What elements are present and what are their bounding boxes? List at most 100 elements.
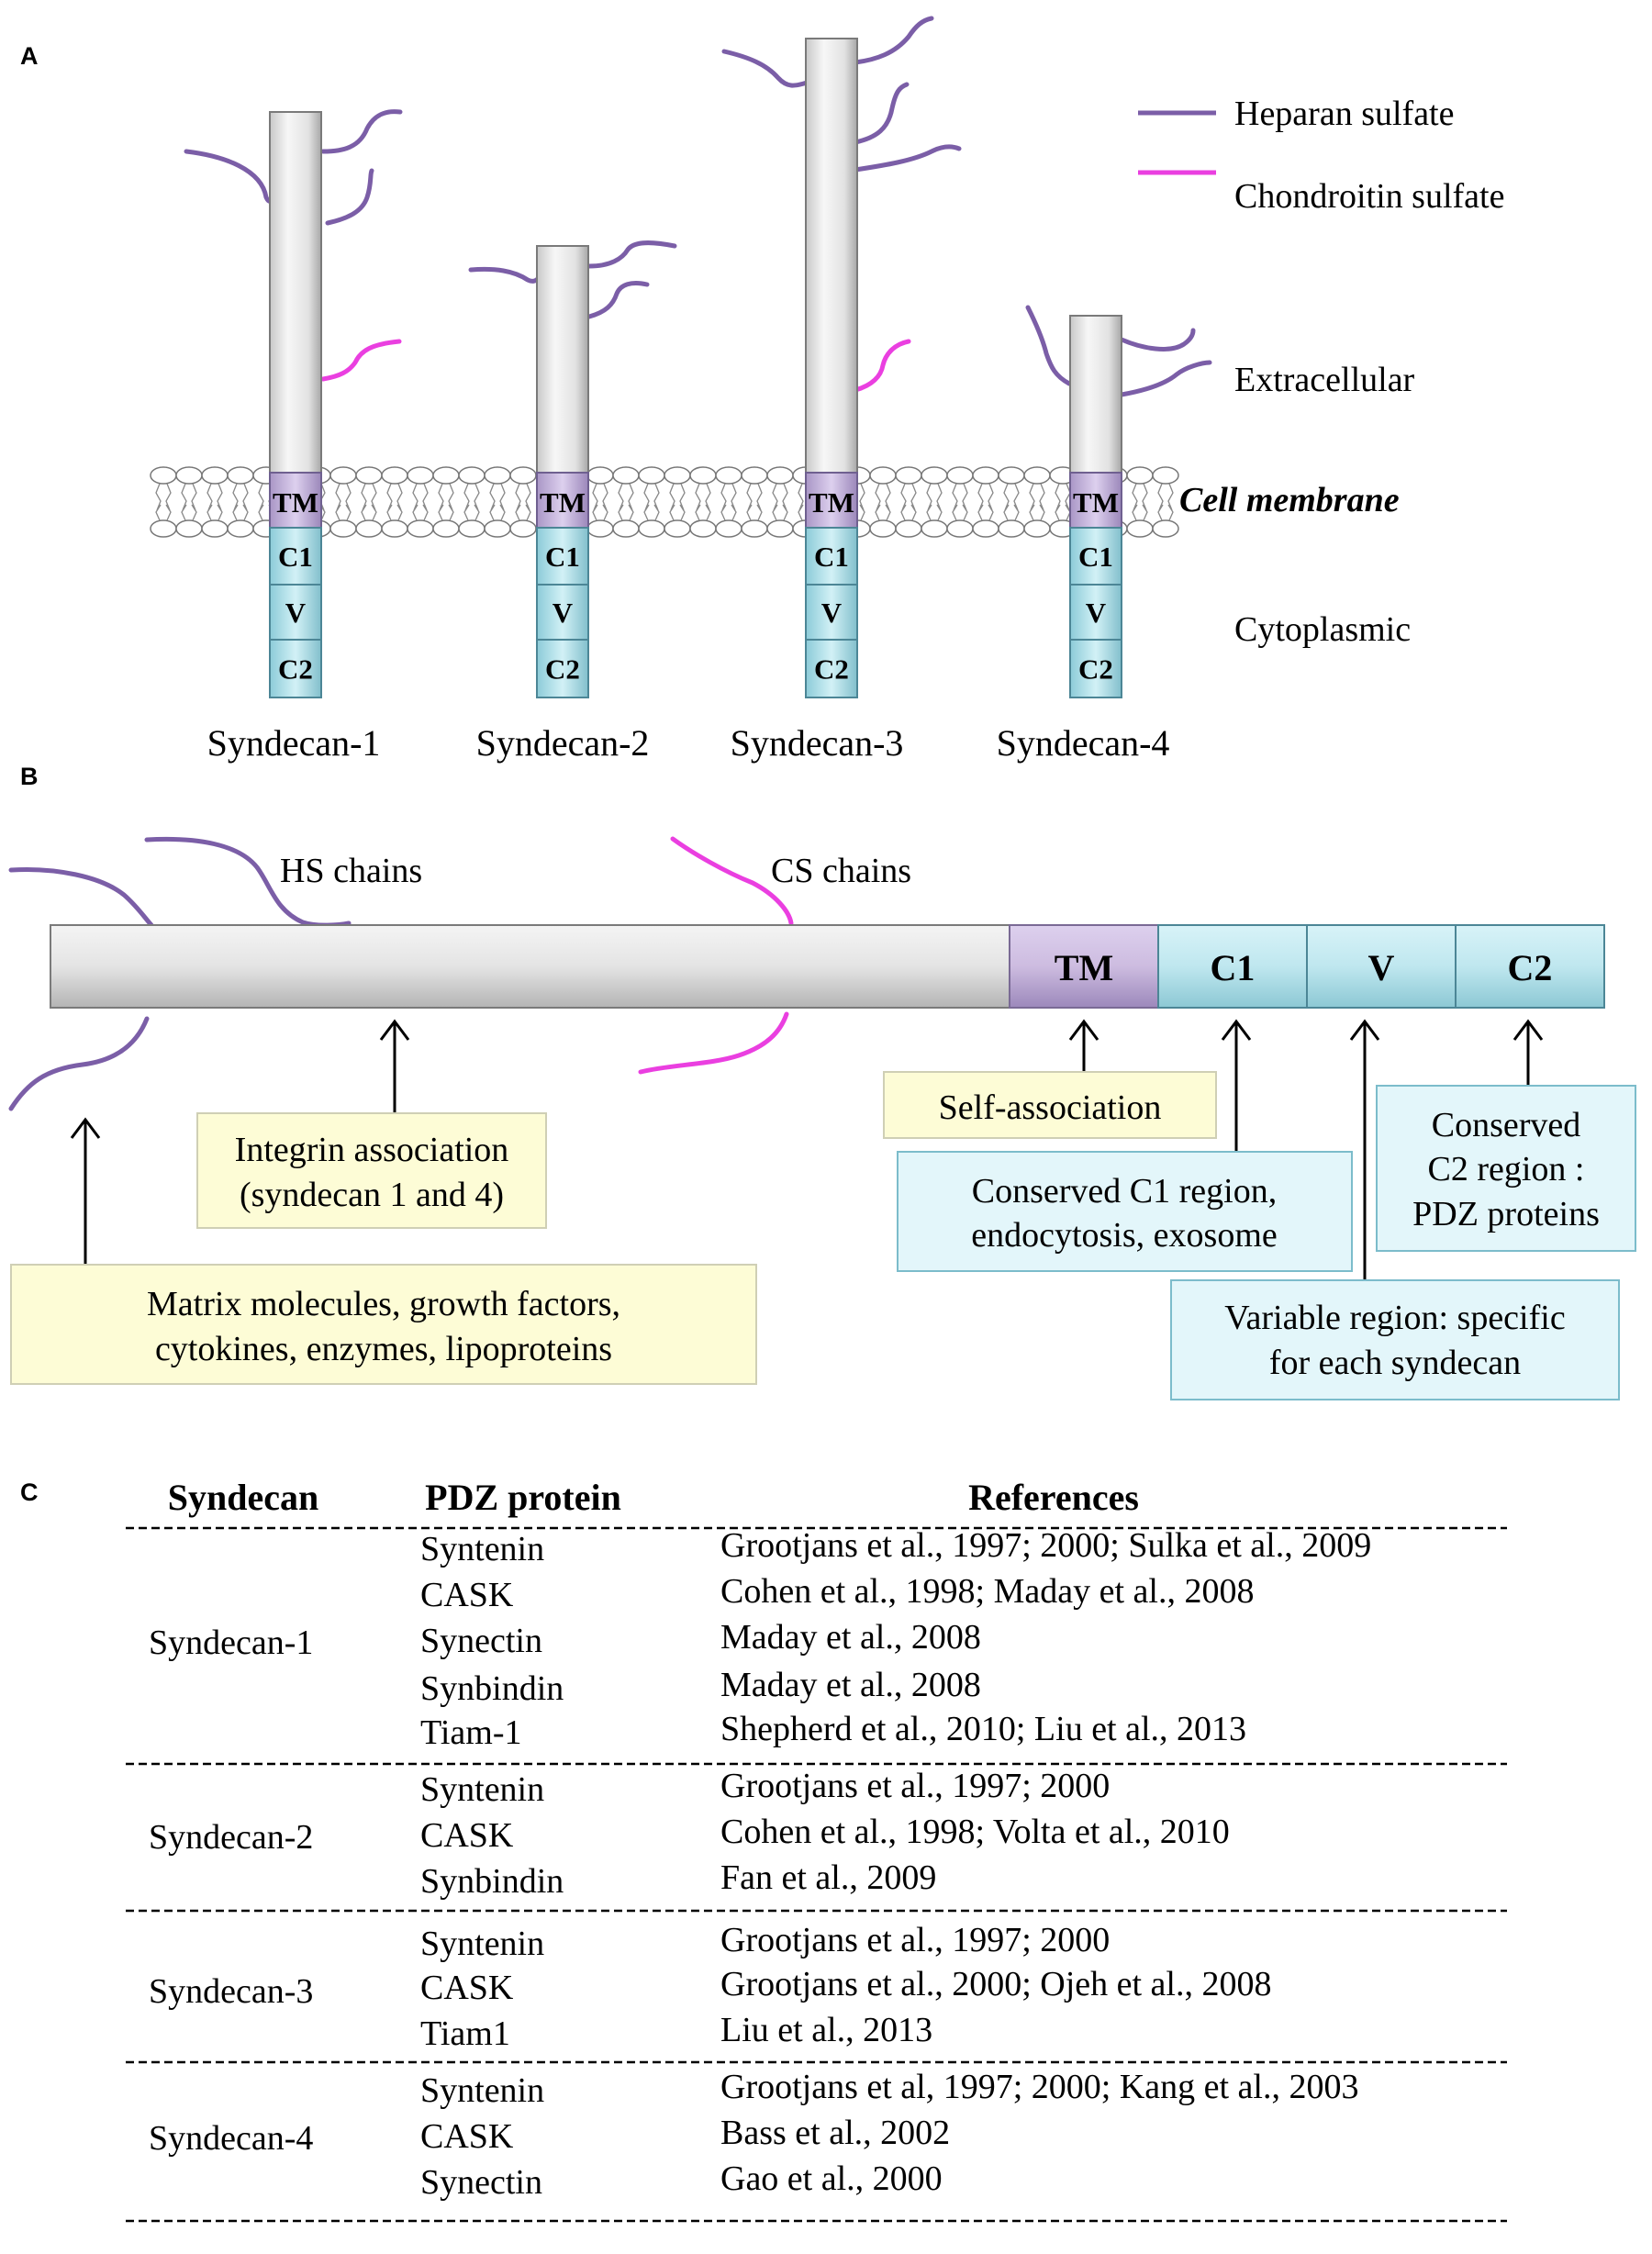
syndecan-4-name: Syndecan-4 (997, 722, 1170, 764)
self-association-box: Self-association (883, 1071, 1217, 1139)
table-row: Syntenin Grootjans et al, 1997; 2000; Kan… (420, 2068, 1359, 2110)
hs-chains-label: HS chains (280, 852, 422, 890)
header-syndecan: Syndecan (168, 1477, 319, 1518)
syndecan-4-v (1069, 584, 1122, 641)
syndecan-1-c2 (269, 639, 322, 698)
matrix-box-line-1: Matrix molecules, growth factors, (147, 1285, 620, 1323)
table-cell-pdz: Syntenin (420, 1770, 544, 1809)
syndecan-1-v (269, 584, 322, 641)
table-cell-pdz: Tiam-1 (420, 1713, 522, 1752)
panel-c-label: C (20, 1478, 39, 1506)
table-cell-pdz: CASK (420, 1969, 514, 2007)
syndecan-4-c2-label: C2 (1078, 653, 1113, 686)
syndecan-2-c2 (536, 639, 589, 698)
table-cell-ref: Bass et al., 2002 (720, 2114, 950, 2152)
syndecan-3-c1-label: C1 (814, 541, 849, 573)
syndecan-4-c2 (1069, 639, 1122, 698)
table-cell-pdz: Syntenin (420, 2071, 544, 2110)
table-cell-ref: Fan et al., 2009 (720, 1858, 936, 1897)
syndecan-2-v-label: V (553, 597, 574, 629)
syndecan-linear-bar: TM C1 V C2 (50, 924, 1605, 1009)
table-syndecan-name: Syndecan-2 (149, 1818, 313, 1857)
table-group: Syndecan-2 Syntenin Grootjans et al., 1997… (126, 1767, 1507, 1913)
c1-region-line-2: endocytosis, exosome (971, 1216, 1278, 1255)
syndecan-3-v (805, 584, 858, 641)
syndecan-1-c2-label: C2 (278, 653, 313, 686)
syndecan-1-name: Syndecan-1 (207, 722, 381, 764)
table-syndecan-name: Syndecan-3 (149, 1972, 313, 2011)
table-cell-ref: Liu et al., 2013 (720, 2011, 932, 2049)
integrin-box-line-2: (syndecan 1 and 4) (240, 1176, 504, 1214)
c2-region-box: Conserved C2 region : PDZ proteins (1376, 1085, 1636, 1252)
table-cell-ref: Gao et al., 2000 (720, 2159, 943, 2198)
matrix-box-line-2: cytokines, enzymes, lipoproteins (155, 1330, 612, 1368)
table-cell-ref: Grootjans et al., 1997; 2000 (720, 1767, 1110, 1805)
table-cell-ref: Maday et al., 2008 (720, 1666, 981, 1704)
syndecan-2-v (536, 584, 589, 641)
table-cell-pdz: Synectin (420, 1622, 542, 1660)
table-cell-pdz: CASK (420, 2117, 514, 2156)
cell-membrane-label: Cell membrane (1179, 481, 1400, 519)
legend-chondroitin-label: Chondroitin sulfate (1234, 177, 1504, 216)
table-cell-ref: Grootjans et al, 1997; 2000; Kang et al.… (720, 2068, 1359, 2106)
table-cell-ref: Grootjans et al., 1997; 2000; Sulka et a… (720, 1526, 1371, 1565)
syndecan-4-gag-chains (1025, 305, 1212, 397)
c2-region-line-3: PDZ proteins (1412, 1195, 1600, 1233)
panel-b-label: B (20, 763, 39, 790)
syndecan-3-c2 (805, 639, 858, 698)
self-association-text: Self-association (939, 1088, 1162, 1127)
extracellular-label: Extracellular (1234, 361, 1415, 399)
table-row: Tiam1 Liu et al., 2013 (420, 2011, 932, 2053)
panel-b-cs-chains (638, 836, 794, 1075)
header-pdz-protein: PDZ protein (425, 1477, 621, 1518)
syndecan-2-column: C1V C2 TM (536, 245, 589, 698)
variable-region-line-1: Variable region: specific (1224, 1299, 1565, 1337)
c1-region-line-1: Conserved C1 region, (972, 1172, 1277, 1211)
syndecan-4-tm (1069, 472, 1122, 529)
syndecan-2-c2-label: C2 (545, 653, 580, 686)
c2-domain (1455, 924, 1605, 1009)
v-domain (1306, 924, 1457, 1009)
table-cell-pdz: Syntenin (420, 1925, 544, 1963)
matrix-box: Matrix molecules, growth factors, cytoki… (10, 1264, 757, 1385)
c2-domain-label: C2 (1508, 947, 1553, 988)
syndecan-3-v-label: V (821, 597, 843, 629)
syndecan-3-tm-label: TM (809, 486, 854, 519)
tm-domain (1009, 924, 1159, 1009)
tm-domain-label: TM (1055, 947, 1113, 988)
syndecan-2-c1-label: C1 (545, 541, 580, 573)
syndecan-2-name: Syndecan-2 (476, 722, 650, 764)
v-domain-label: V (1368, 947, 1395, 988)
cs-chains-label: CS chains (771, 852, 911, 890)
syndecan-4-core (1069, 315, 1122, 474)
core-domain (50, 924, 1010, 1009)
syndecan-3-c1 (805, 527, 858, 586)
syndecan-2-core (536, 245, 589, 474)
syndecan-1-c1 (269, 527, 322, 586)
syndecan-1-tm (269, 472, 322, 529)
table-cell-pdz: Tiam1 (420, 2014, 510, 2053)
integrin-box-line-1: Integrin association (235, 1131, 509, 1169)
variable-region-box: Variable region: specific for each synde… (1170, 1279, 1620, 1400)
table-cell-pdz: Synbindin (420, 1669, 564, 1708)
table-row: CASK Bass et al., 2002 (420, 2114, 950, 2156)
table-cell-pdz: CASK (420, 1576, 514, 1614)
table-row: Syntenin Grootjans et al., 1997; 2000 (420, 1767, 1110, 1809)
syndecan-2-tm-label: TM (540, 486, 586, 519)
integrin-box: Integrin association (syndecan 1 and 4) (196, 1112, 547, 1229)
